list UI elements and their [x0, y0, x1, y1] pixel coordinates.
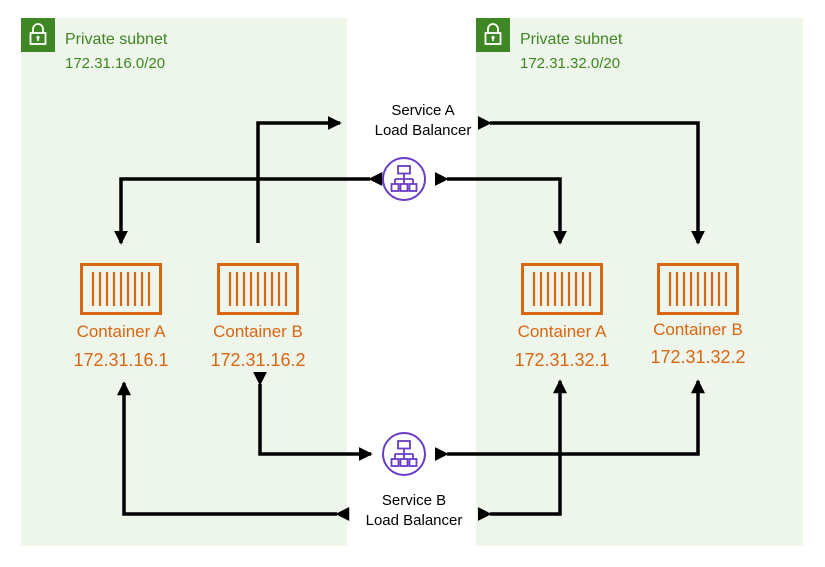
lock-icon [21, 18, 55, 52]
subnet-title: Private subnet [65, 31, 168, 48]
subnet-cidr: 172.31.16.0/20 [65, 55, 166, 72]
load-balancer-icon [382, 157, 426, 201]
container-ip: 172.31.32.1 [514, 350, 610, 370]
container-ip: 172.31.16.1 [73, 350, 169, 370]
link-lb-a-container-b-left [256, 116, 342, 243]
link-lb-b-container-a-right [477, 379, 567, 521]
subnet-cidr: 172.31.32.0/20 [520, 55, 621, 72]
load-balancer-b-label: Service B Load Balancer [334, 491, 494, 531]
load-balancer-a-label: Service A Load Balancer [343, 101, 503, 141]
lb-label-text: Service B Load Balancer [365, 492, 463, 529]
link-lb-a-container-a-left [114, 172, 383, 245]
container-name: Container A [517, 322, 607, 341]
link-lb-b-container-b-right [434, 379, 705, 461]
container-ip: 172.31.16.2 [210, 350, 306, 370]
container-name: Container B [213, 322, 303, 341]
container-icon [657, 263, 739, 315]
link-lb-a-container-b-right [477, 116, 705, 245]
lock-icon [476, 18, 510, 52]
container-icon [217, 263, 299, 315]
link-lb-b-container-b-left [253, 371, 373, 461]
lb-label-text: Service A Load Balancer [374, 102, 472, 139]
container-ip: 172.31.32.2 [650, 347, 746, 367]
link-lb-a-container-a-right [434, 172, 567, 245]
subnet-title: Private subnet [520, 31, 623, 48]
container-icon [521, 263, 603, 315]
link-lb-b-container-a-left [117, 381, 350, 521]
container-name: Container B [653, 320, 743, 339]
load-balancer-icon [382, 432, 426, 476]
container-icon [80, 263, 162, 315]
container-name: Container A [76, 322, 166, 341]
